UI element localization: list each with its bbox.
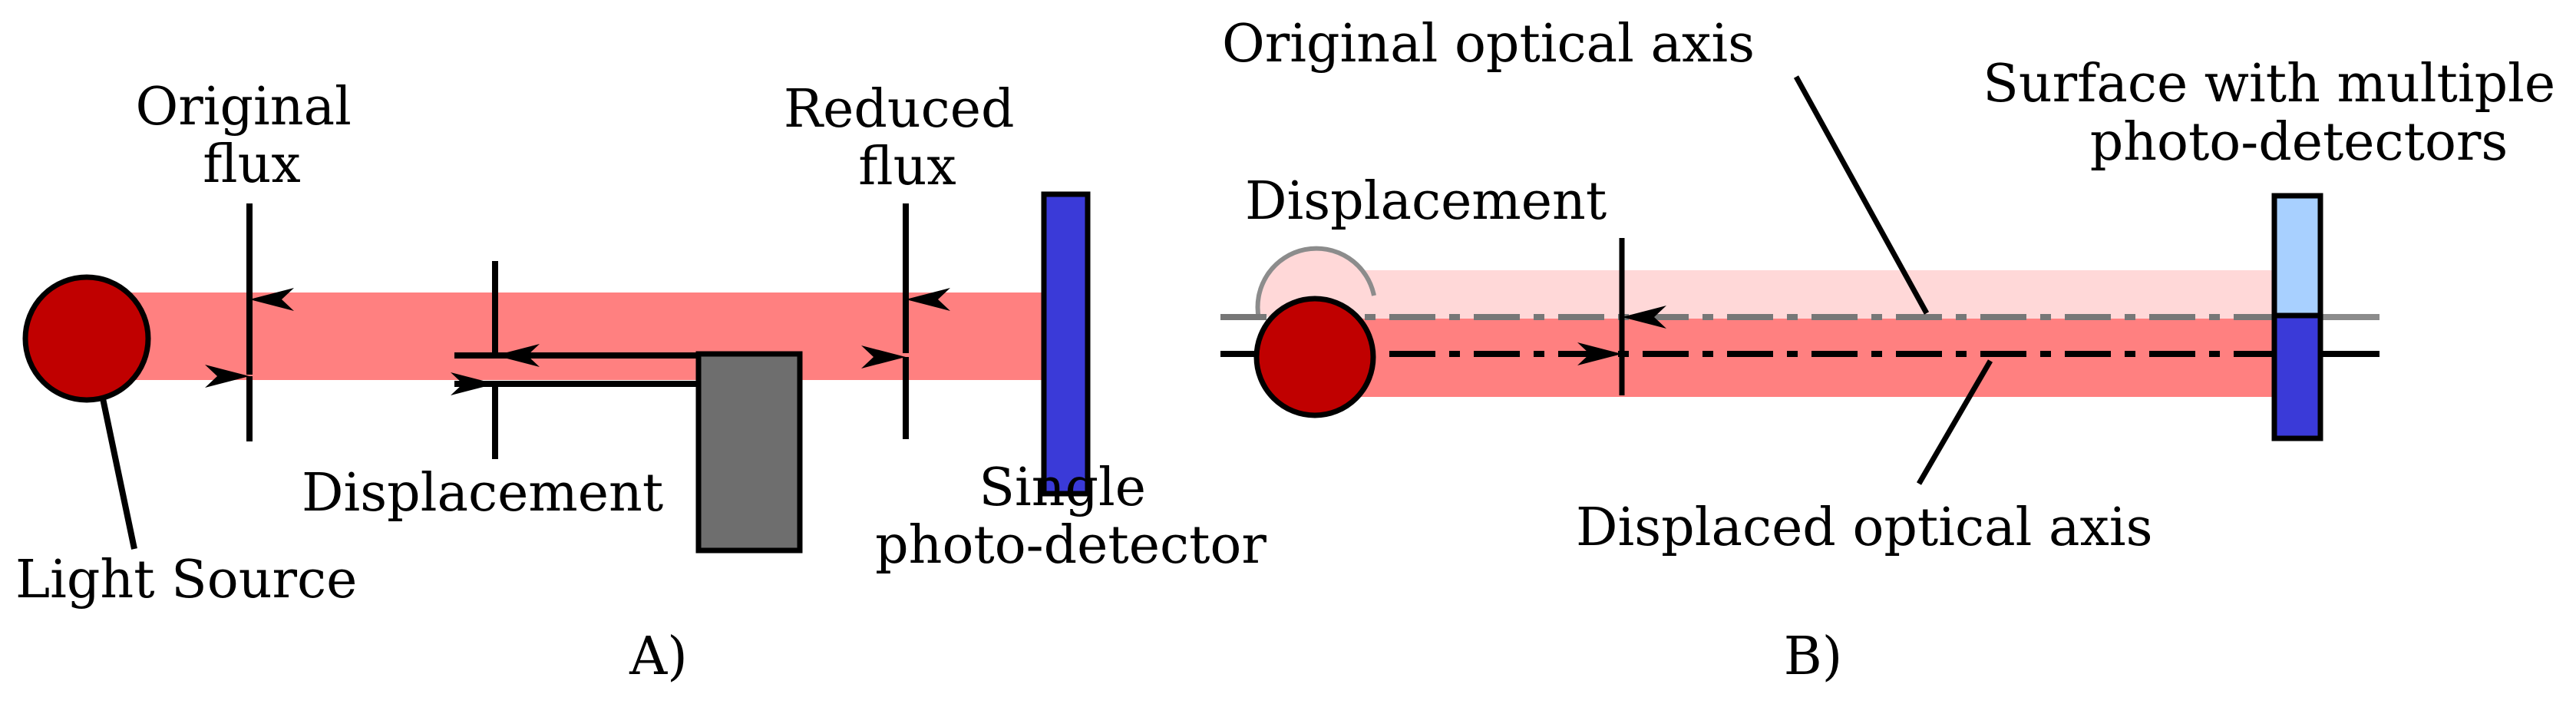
original-axis-leader (1793, 75, 1930, 315)
displaced-axis-label: Displaced optical axis (1576, 497, 2153, 558)
original-axis-label: Original optical axis (1222, 14, 1755, 74)
multi-detector-upper-icon (2271, 193, 2323, 319)
light-source-circle-icon (22, 274, 151, 403)
light-beam (84, 293, 1044, 380)
original-flux-label-line1: Original (136, 77, 352, 137)
ghost-source-outline (1255, 246, 1376, 319)
single-detector-label: Single photo-detector (875, 458, 1267, 576)
single-detector-label-line1: Single (979, 458, 1146, 518)
reduced-flux-label-line2: flux (858, 137, 956, 197)
displacement-label-a: Displacement (302, 463, 663, 524)
panel-a: Original flux Reduced flux Displacement … (15, 77, 1267, 687)
caption-a: A) (629, 626, 688, 687)
light-source-circle-icon (1253, 296, 1376, 418)
obstacle-block-icon (695, 351, 803, 554)
displaced-axis-leader (1916, 359, 1993, 485)
panel-b: Original optical axis Displacement Displ… (1220, 14, 2571, 687)
multi-detector-label-line1: Surface with multiple (1983, 54, 2555, 114)
multi-detector-lower-icon (2271, 312, 2323, 441)
reduced-flux-label: Reduced flux (784, 79, 1031, 197)
light-source-leader-line (97, 383, 137, 550)
displacement-label-b: Displacement (1245, 171, 1607, 232)
reduced-flux-label-line1: Reduced (784, 79, 1015, 140)
displaced-beam (1316, 319, 2276, 397)
multi-detector-label: Surface with multiple photo-detectors (1983, 54, 2571, 173)
photo-detector-icon (1041, 191, 1091, 497)
caption-b: B) (1784, 626, 1843, 687)
multi-detector-label-line2: photo-detectors (2090, 112, 2508, 173)
single-detector-label-line2: photo-detector (875, 515, 1267, 576)
light-source-label: Light Source (15, 550, 357, 610)
original-flux-label-line2: flux (203, 134, 301, 195)
original-flux-label: Original flux (136, 77, 368, 195)
